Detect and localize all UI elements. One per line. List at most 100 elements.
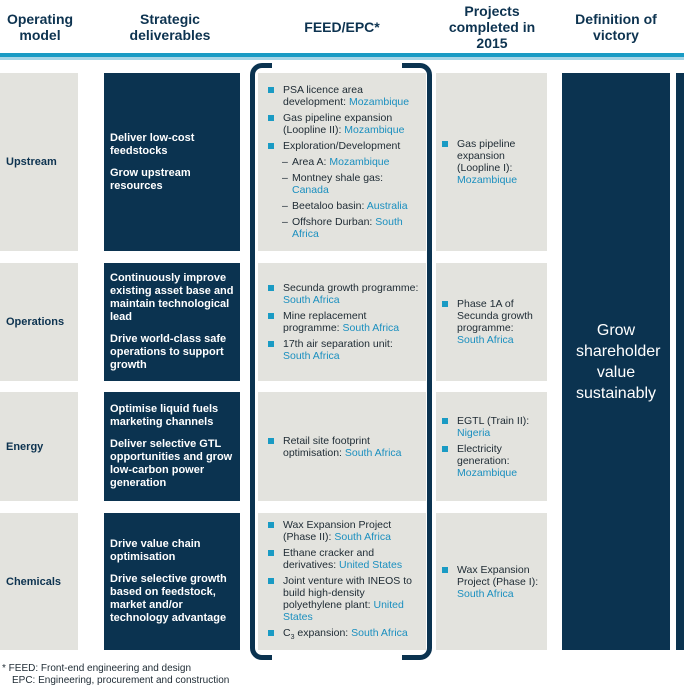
country-label: South Africa bbox=[342, 322, 400, 334]
strategic-deliverable: Grow upstream resources bbox=[110, 166, 191, 192]
country-label: Mozambique bbox=[457, 466, 518, 479]
strategic-deliverable: Drive value chain optimisation bbox=[110, 538, 201, 563]
item-text: Beetaloo basin: bbox=[292, 200, 367, 212]
list-item: Wax Expansion Project (Phase II): South … bbox=[268, 519, 420, 543]
list-item: C3 expansion: South Africa bbox=[268, 627, 420, 644]
header-victory: Definition of victory bbox=[575, 11, 657, 43]
list-item: Gas pipeline expansion (Loopline II): Mo… bbox=[268, 112, 420, 136]
list-item: Exploration/Development bbox=[268, 140, 420, 152]
victory-text: Grow shareholder value sustainably bbox=[576, 321, 661, 402]
strategic-energy: Optimise liquid fuels marketing channels… bbox=[104, 392, 240, 501]
definition-of-victory: Grow shareholder value sustainably bbox=[562, 73, 670, 650]
list-item: Retail site footprint optimisation: Sout… bbox=[268, 435, 420, 459]
item-text: Joint venture with INEOS to build high-d… bbox=[283, 574, 412, 611]
item-text: Wax Expansion Project (Phase II): bbox=[283, 518, 392, 543]
item-text: Offshore Durban: bbox=[292, 216, 376, 228]
strategic-deliverable: Optimise liquid fuels marketing channels bbox=[110, 403, 219, 428]
operating-model-operations: Operations bbox=[0, 263, 78, 381]
list-item: –Beetaloo basin: Australia bbox=[268, 200, 420, 212]
country-label: United States bbox=[339, 558, 403, 571]
country-label: Canada bbox=[292, 184, 329, 196]
bracket-gap-bottom bbox=[272, 653, 402, 663]
projects-chemicals: Wax Expansion Project (Phase I): South A… bbox=[436, 513, 547, 650]
feed-bracket bbox=[250, 63, 432, 660]
country-label: South Africa bbox=[457, 587, 514, 600]
country-label: South Africa bbox=[334, 530, 391, 543]
item-text: Montney shale gas: bbox=[292, 172, 384, 184]
footnote-feed: * FEED: Front-end engineering and design bbox=[2, 663, 192, 674]
country-label: South Africa bbox=[283, 294, 340, 306]
feed-energy: Retail site footprint optimisation: Sout… bbox=[258, 392, 426, 501]
item-text: Exploration/Development bbox=[283, 140, 401, 152]
item-text: EGTL (Train II): bbox=[457, 414, 530, 427]
projects-upstream: Gas pipeline expansion (Loopline I): Moz… bbox=[436, 73, 547, 251]
operating-model-label: Upstream bbox=[6, 156, 57, 168]
item-text: Electricity generation: bbox=[457, 442, 510, 467]
country-label: Australia bbox=[366, 200, 408, 212]
country-label: South Africa bbox=[351, 626, 408, 639]
item-text: Gas pipeline expansion (Loopline II): bbox=[283, 112, 393, 136]
operating-model-chemicals: Chemicals bbox=[0, 513, 78, 650]
item-text: Wax Expansion Project (Phase I): bbox=[457, 563, 539, 588]
header-projects: Projects completed in 2015 bbox=[448, 3, 536, 51]
feed-upstream: PSA licence area development: Mozambique… bbox=[258, 73, 426, 251]
item-text: Mine replacement programme: bbox=[283, 310, 367, 334]
country-label: Mozambique bbox=[344, 124, 405, 136]
item-text: Phase 1A of Secunda growth programme: bbox=[457, 298, 533, 334]
item-text: Area A: bbox=[292, 156, 330, 168]
list-item: Wax Expansion Project (Phase I): South A… bbox=[442, 564, 541, 600]
item-text: PSA licence area development: bbox=[283, 84, 363, 108]
dash-icon: – bbox=[282, 200, 288, 212]
c3-subscript: 3 bbox=[290, 634, 295, 642]
country-label: United States bbox=[283, 598, 404, 623]
footnote: * FEED: Front-end engineering and design… bbox=[2, 663, 229, 687]
list-item: PSA licence area development: Mozambique bbox=[268, 84, 420, 108]
list-item: –Area A: Mozambique bbox=[268, 156, 420, 168]
list-item: Secunda growth programme: South Africa bbox=[268, 282, 420, 306]
dash-icon: – bbox=[282, 216, 288, 228]
operating-model-label: Energy bbox=[6, 440, 44, 453]
list-item: Mine replacement programme: South Africa bbox=[268, 310, 420, 334]
strategic-deliverable: Drive selective growth based on feedstoc… bbox=[110, 573, 227, 624]
list-item: Joint venture with INEOS to build high-d… bbox=[268, 575, 420, 623]
list-item: Ethane cracker and derivatives: United S… bbox=[268, 547, 420, 571]
country-label: South Africa bbox=[457, 334, 514, 346]
country-label: South Africa bbox=[292, 216, 403, 240]
list-item: Electricity generation: Mozambique bbox=[442, 443, 541, 479]
c3-letter: C bbox=[283, 626, 291, 639]
header-operating-model: Operating model bbox=[6, 11, 74, 43]
list-item: Phase 1A of Secunda growth programme: So… bbox=[442, 298, 541, 346]
dash-icon: – bbox=[282, 172, 288, 184]
list-item: 17th air separation unit: South Africa bbox=[268, 338, 420, 362]
strategic-deliverable: Deliver selective GTL opportunities and … bbox=[110, 438, 233, 489]
dash-icon: – bbox=[282, 156, 288, 168]
header-rule-light bbox=[0, 57, 684, 60]
item-text: Ethane cracker and derivatives: bbox=[283, 546, 375, 571]
feed-chemicals: Wax Expansion Project (Phase II): South … bbox=[258, 513, 426, 650]
country-label: South Africa bbox=[283, 350, 340, 362]
list-item: EGTL (Train II): Nigeria bbox=[442, 415, 541, 439]
country-label: South Africa bbox=[344, 446, 402, 459]
item-text: expansion: bbox=[294, 626, 352, 639]
country-label: Nigeria bbox=[457, 426, 491, 439]
list-item: –Montney shale gas: Canada bbox=[268, 172, 420, 196]
item-text: Secunda growth programme: bbox=[283, 282, 419, 294]
country-label: Mozambique bbox=[329, 156, 390, 168]
list-item: –Offshore Durban: South Africa bbox=[268, 216, 420, 240]
strategic-deliverable: Drive world-class safe operations to sup… bbox=[110, 333, 227, 371]
right-strip bbox=[676, 73, 684, 650]
country-label: Mozambique bbox=[457, 174, 518, 186]
item-text: Retail site footprint optimisation: bbox=[283, 434, 370, 459]
operating-model-label: Chemicals bbox=[6, 575, 62, 588]
operating-model-upstream: Upstream bbox=[0, 73, 78, 251]
projects-operations: Phase 1A of Secunda growth programme: So… bbox=[436, 263, 547, 381]
header-strategic: Strategic deliverables bbox=[129, 11, 211, 43]
strategic-deliverable: Continuously improve existing asset base… bbox=[110, 272, 234, 323]
header-rule bbox=[0, 53, 684, 57]
operating-model-label: Operations bbox=[6, 316, 65, 328]
operating-model-energy: Energy bbox=[0, 392, 78, 501]
